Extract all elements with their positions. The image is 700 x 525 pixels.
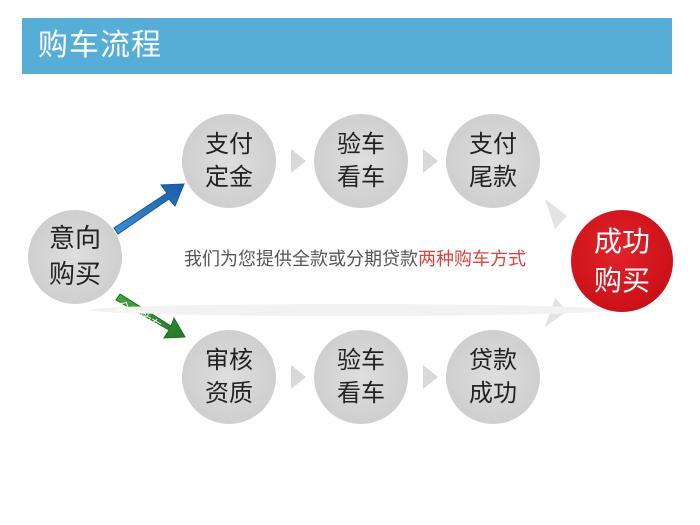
chevron-right-icon [291,365,306,389]
page-title: 购车流程 [38,28,162,63]
node-purchase-success: 成功 购买 [571,210,673,312]
header-bar: 购车流程 [22,18,672,74]
node-loan-approved: 贷款 成功 [446,330,540,424]
node-review-qualification: 审核 资质 [182,330,276,424]
full-payment-arrow [113,183,185,235]
node-intent-to-buy: 意向 购买 [28,210,122,304]
chevron-right-icon [291,149,306,173]
node-inspect-car-top: 验车 看车 [314,114,408,208]
node-pay-deposit: 支付 定金 [182,114,276,208]
node-inspect-car-bottom: 验车 看车 [314,330,408,424]
caption-highlight: 两种购车方式 [418,249,526,270]
caption-text: 我们为您提供全款或分期贷款 [184,249,418,270]
installment-arrow [115,293,186,339]
flow-caption: 我们为您提供全款或分期贷款两种购车方式 [184,248,554,272]
converge-arrow-top [545,199,567,229]
chevron-right-icon [423,149,438,173]
node-pay-balance: 支付 尾款 [446,114,540,208]
chevron-right-icon [423,365,438,389]
